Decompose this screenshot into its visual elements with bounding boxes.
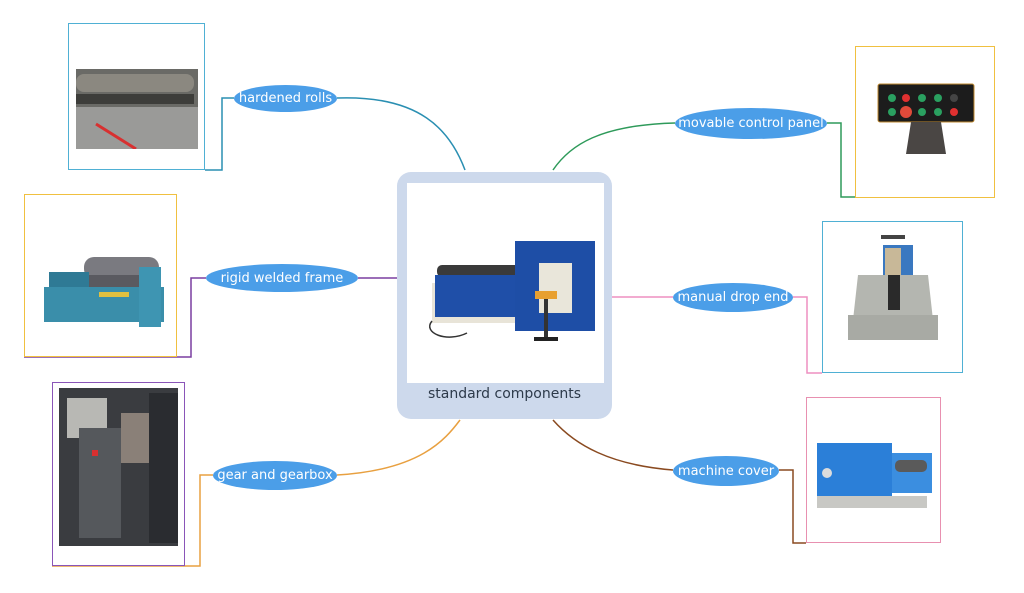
image-frame-hardened-rolls[interactable] xyxy=(68,23,205,170)
frame-link-machine-cover xyxy=(779,469,806,544)
drop-end-photo xyxy=(848,235,938,340)
image-frame-machine-cover[interactable] xyxy=(806,397,941,543)
frame-link-movable-control-panel xyxy=(827,122,855,198)
image-frame-manual-drop-end[interactable] xyxy=(822,221,963,373)
topic-rigid-welded-frame[interactable]: rigid welded frame xyxy=(206,264,358,292)
topic-manual-drop-end[interactable]: manual drop end xyxy=(673,283,793,312)
frame-link-gear-and-gearbox xyxy=(52,474,213,567)
topic-gear-and-gearbox[interactable]: gear and gearbox xyxy=(213,461,337,490)
connector-machine-cover xyxy=(552,419,674,471)
image-frame-gear-and-gearbox[interactable] xyxy=(52,382,185,566)
central-topic-label: standard components xyxy=(427,386,582,402)
topic-machine-cover[interactable]: machine cover xyxy=(673,456,779,486)
connector-gear-and-gearbox xyxy=(336,419,461,476)
frame-link-manual-drop-end xyxy=(793,296,822,374)
plate-rolling-machine-photo xyxy=(429,241,595,341)
control-panel-photo xyxy=(877,83,975,154)
connector-movable-control-panel xyxy=(552,122,676,171)
topic-hardened-rolls[interactable]: hardened rolls xyxy=(234,85,337,112)
topic-movable-control-panel[interactable]: movable control panel xyxy=(675,108,827,139)
image-frame-rigid-welded-frame[interactable] xyxy=(24,194,177,357)
machine-cover-photo xyxy=(817,443,932,508)
frame-link-rigid-welded-frame xyxy=(24,277,206,358)
connector-hardened-rolls xyxy=(336,97,466,171)
image-frame-movable-control-panel[interactable] xyxy=(855,46,995,198)
frame-link-hardened-rolls xyxy=(205,97,234,171)
gearbox-photo xyxy=(59,388,178,546)
teal-frame-machine-photo xyxy=(44,257,164,327)
steel-rolls-photo xyxy=(76,69,198,149)
central-image-frame xyxy=(407,183,604,383)
